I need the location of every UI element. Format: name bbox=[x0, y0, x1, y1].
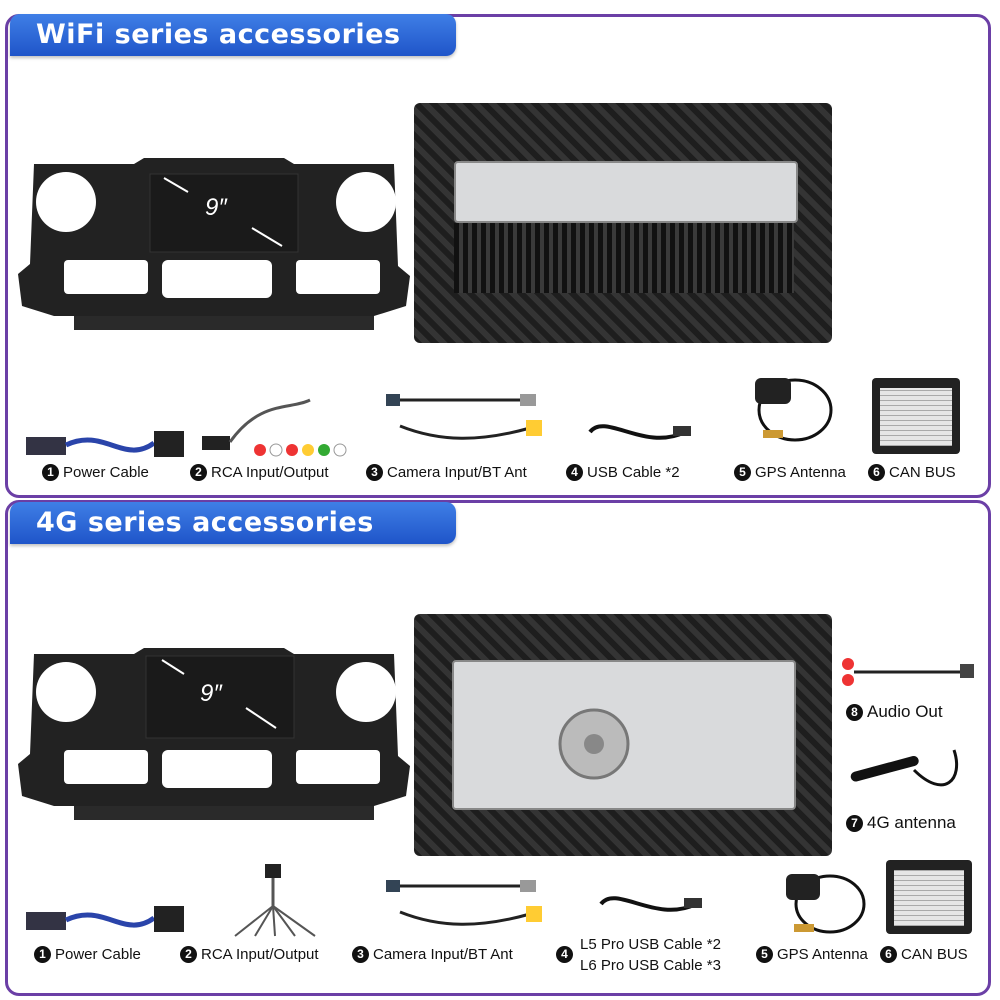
usb-cable-image bbox=[585, 412, 695, 457]
usb-cable-image bbox=[596, 884, 706, 929]
screen-size-label: 9″ bbox=[205, 194, 227, 221]
head-unit-back-image bbox=[414, 614, 832, 856]
dash-bezel-image bbox=[14, 646, 414, 826]
item-usb-num: 4 bbox=[556, 946, 577, 963]
4g-antenna-image bbox=[844, 740, 974, 815]
camera-cable-image bbox=[380, 392, 550, 457]
dash-bezel-image bbox=[14, 156, 414, 336]
power-cable-image bbox=[24, 900, 194, 945]
audio-out-cable-image bbox=[836, 650, 976, 695]
gps-antenna-image bbox=[725, 360, 835, 455]
power-cable-image bbox=[24, 425, 194, 470]
canbus-box-image bbox=[886, 860, 972, 934]
usb-line-2: L6 Pro USB Cable *3 bbox=[580, 957, 721, 974]
item-usb-lines: L5 Pro USB Cable *2 L6 Pro USB Cable *3 bbox=[580, 934, 721, 976]
canbus-box-image bbox=[872, 378, 960, 454]
head-unit-back-image bbox=[414, 103, 832, 343]
rca-cable-image bbox=[200, 390, 360, 467]
rca-cable-image bbox=[225, 862, 325, 947]
g4-section-title: 4G series accessories bbox=[10, 502, 456, 544]
usb-line-1: L5 Pro USB Cable *2 bbox=[580, 936, 721, 953]
gps-antenna-image bbox=[760, 860, 870, 945]
wifi-section-title: WiFi series accessories bbox=[10, 14, 456, 56]
camera-cable-image bbox=[380, 878, 550, 943]
screen-size-label: 9″ bbox=[200, 680, 222, 707]
